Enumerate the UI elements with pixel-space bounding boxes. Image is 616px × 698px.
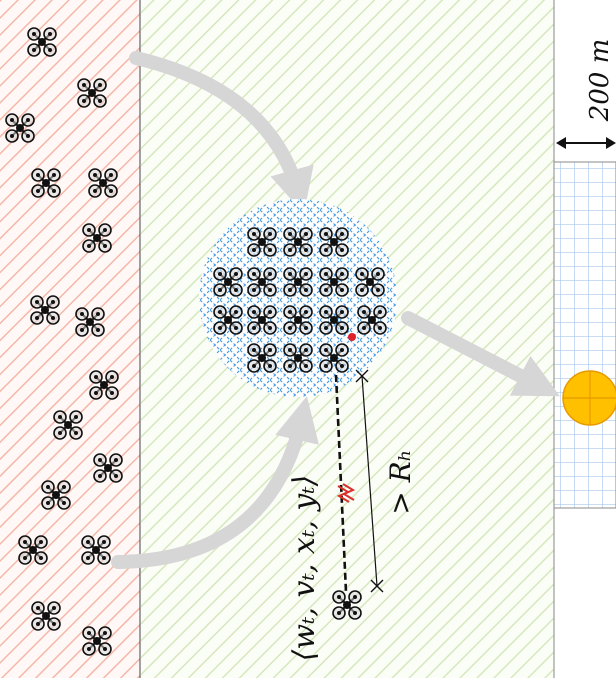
lightning-icon-2 [341, 483, 356, 501]
flow-arrow-right [401, 311, 560, 397]
flow-arrow-bottom [111, 396, 319, 569]
swarm-scene [0, 0, 616, 678]
distance-label: 200 m [585, 38, 615, 122]
distance-marker [556, 137, 616, 149]
target-zone [553, 161, 616, 509]
leader-dot [348, 333, 356, 341]
swarm-region [199, 199, 397, 397]
range-label: > Rₕ [384, 449, 417, 515]
range-line [355, 369, 384, 593]
comm-link [334, 374, 348, 593]
flow-arrow-top [129, 51, 314, 214]
state-label: ⟨wₜ, vₜ, xₜ, yₜ⟩ [287, 474, 322, 662]
target-icon [562, 370, 616, 426]
left-zone [0, 0, 140, 678]
